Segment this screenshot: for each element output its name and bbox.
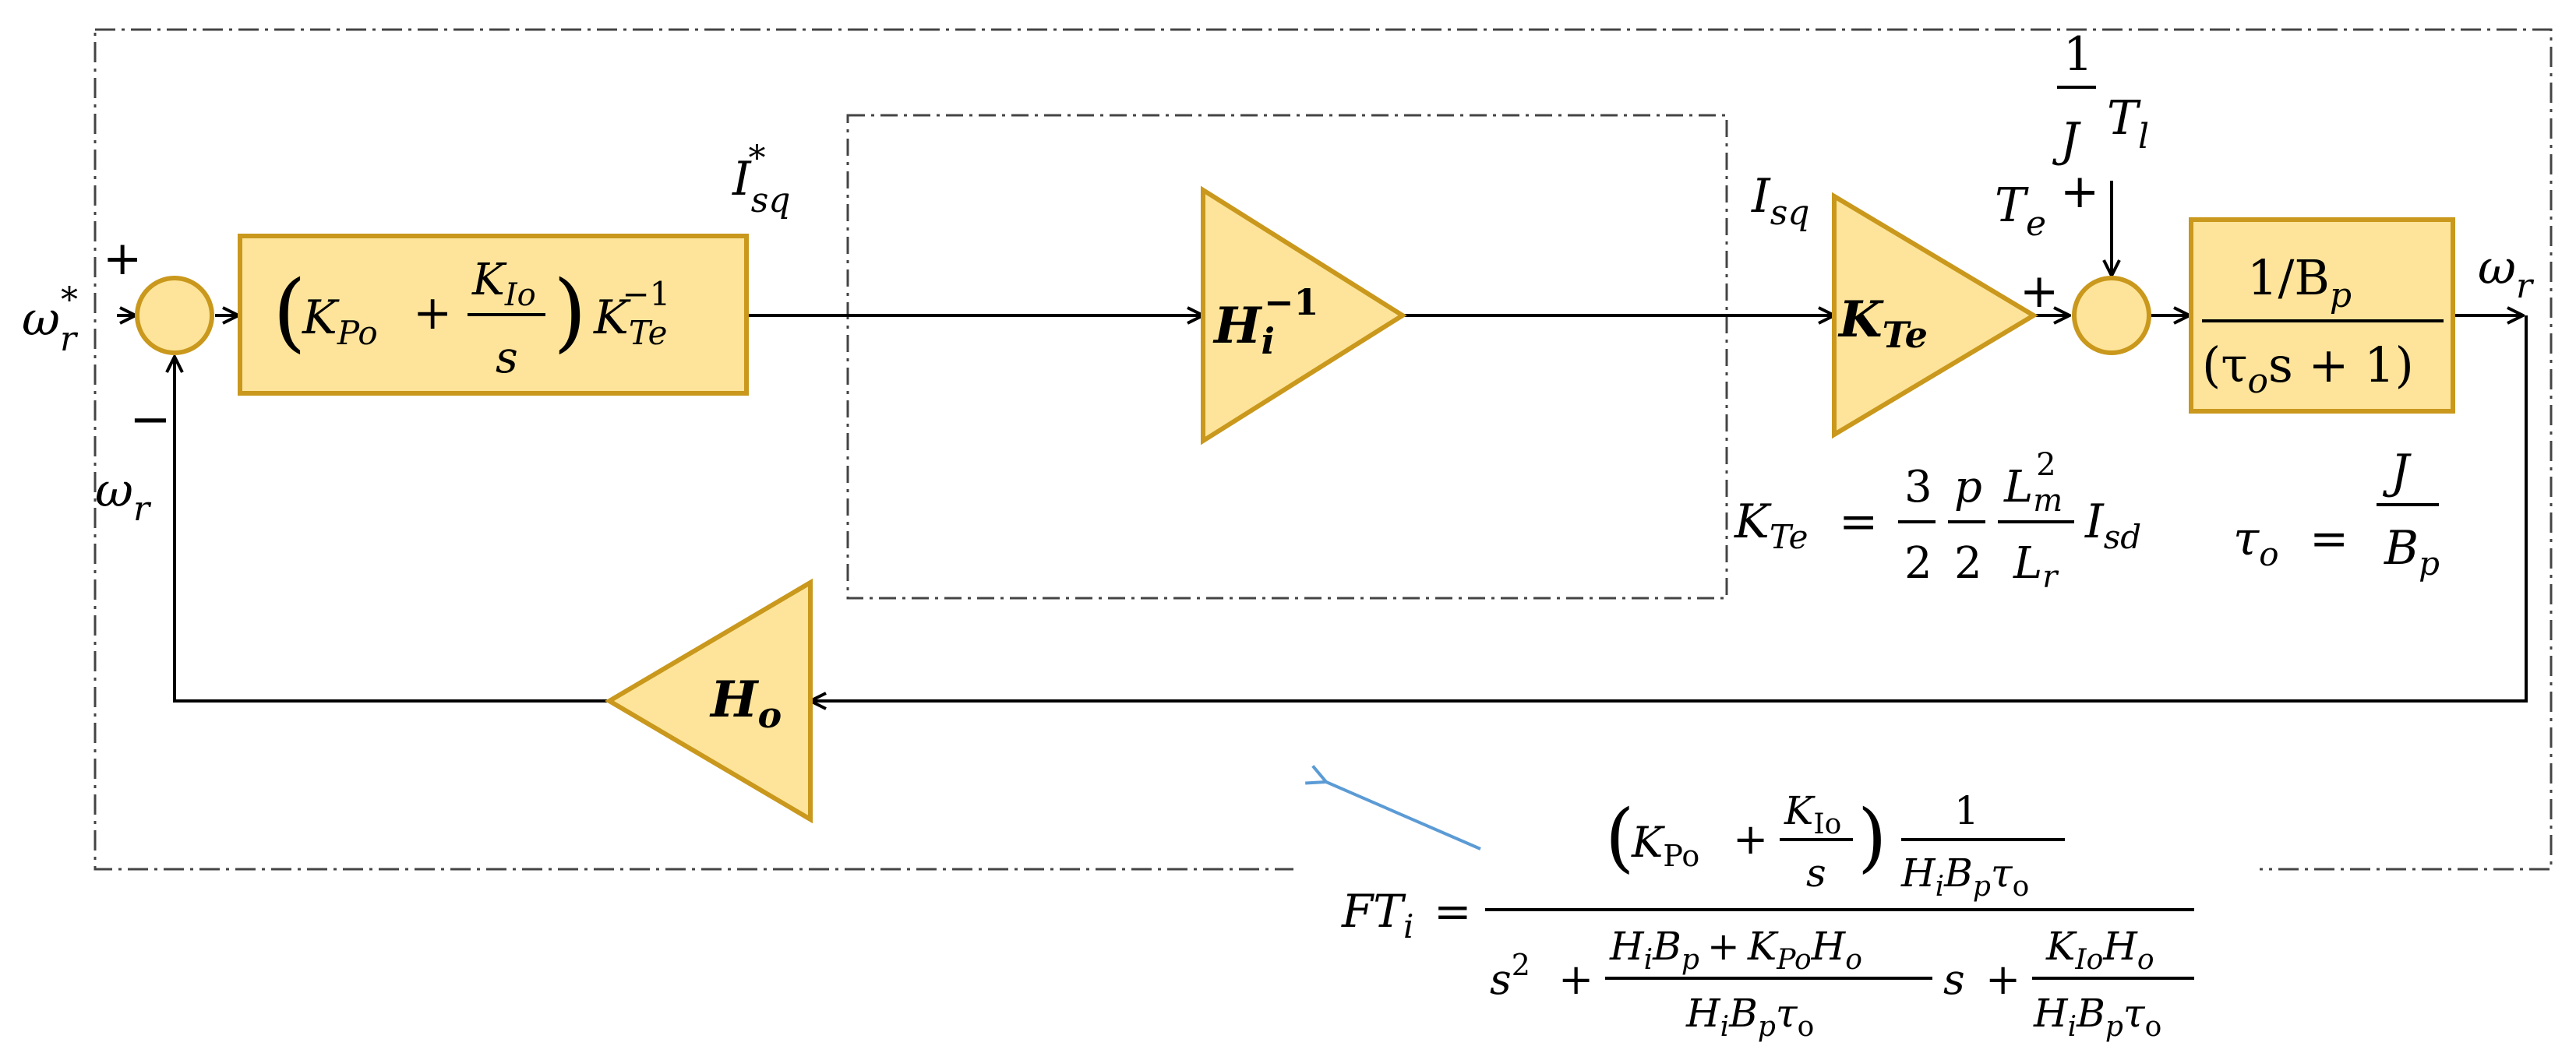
svg-text:p: p: [1954, 462, 1982, 512]
annotation-arrow: [1326, 782, 1481, 850]
svg-text:+: +: [1985, 955, 2020, 1004]
svg-text:1: 1: [2063, 27, 2093, 82]
svg-text:KTe: KTe: [1734, 495, 1808, 556]
svg-text:s: s: [496, 333, 518, 383]
svg-text:+: +: [1558, 955, 1593, 1004]
sum1-minus-sign: −: [129, 391, 171, 449]
svg-text:Bp: Bp: [2384, 521, 2440, 583]
torque-label: Te: [1995, 178, 2046, 244]
line-ho-to-sum1: [175, 357, 609, 703]
pi-controller-expression: ( KPo + KIo s ) KTe−1: [273, 255, 670, 383]
svg-text:HiBpτo: HiBpτo: [2033, 991, 2161, 1043]
torque-gain-block: [1832, 192, 2038, 439]
svg-text:HiBpτo: HiBpτo: [1685, 991, 1814, 1043]
outer-boundary: [94, 28, 2553, 871]
equation-mask: [1293, 849, 2260, 896]
inverse-current-gain-block: [1201, 185, 1407, 445]
svg-text:J: J: [2052, 113, 2081, 167]
sum2-plus-left: +: [2020, 264, 2059, 319]
sum1-plus-sign: +: [103, 231, 142, 286]
summing-junction-1: [135, 276, 214, 355]
signal-lines: [117, 181, 2528, 703]
svg-text:3: 3: [1904, 462, 1932, 512]
reference-speed-label: ωr*: [22, 280, 79, 359]
line-feedback-path: [810, 315, 2528, 701]
svg-text:J: J: [2382, 445, 2412, 499]
speed-sensor-block: [605, 578, 813, 824]
speed-sensor-label: Ho: [709, 671, 782, 736]
svg-text:=: =: [1434, 885, 1472, 938]
svg-text:KPo: KPo: [1631, 818, 1699, 873]
svg-text:KTe−1: KTe−1: [593, 275, 670, 352]
svg-text:+: +: [1733, 815, 1768, 864]
svg-text:Tl: Tl: [2107, 91, 2149, 157]
svg-text:FTi: FTi: [1341, 885, 1413, 946]
sum2-plus-top: +: [2060, 164, 2099, 219]
svg-text:s2: s2: [1490, 948, 1530, 1004]
mechanical-plant-expression: 1/Bp (τos + 1): [2202, 249, 2444, 401]
svg-text:1: 1: [1954, 788, 1979, 833]
torque-constant-equation: KTe = 3 2 p 2 Lm2 Lr Isd: [1734, 447, 2141, 595]
svg-text:+: +: [413, 286, 452, 340]
time-constant-equation: τo = J Bp: [2233, 445, 2440, 583]
svg-text:2: 2: [1954, 538, 1982, 589]
svg-text:2: 2: [1904, 538, 1932, 589]
svg-text:(τos + 1): (τos + 1): [2202, 336, 2414, 401]
svg-text:): ): [1858, 794, 1886, 881]
svg-text:s: s: [1943, 955, 1965, 1004]
svg-text:HiBpτo: HiBpτo: [1900, 850, 2029, 903]
svg-text:KPo: KPo: [302, 291, 378, 352]
summing-junction-2: [2072, 276, 2151, 355]
current-reference-label: Isq*: [732, 139, 790, 220]
svg-text:(: (: [1605, 794, 1634, 881]
svg-text:KIo: KIo: [1784, 788, 1841, 840]
current-loop-boundary: [846, 114, 1728, 600]
current-label: Isq: [1751, 169, 1809, 233]
mechanical-plant-block: [2189, 217, 2455, 414]
svg-text:1/Bp: 1/Bp: [2247, 249, 2352, 315]
feedback-speed-label: ωr: [95, 463, 152, 529]
svg-text:(: (: [273, 262, 306, 361]
svg-text:HiBp+KPoHo: HiBp+KPoHo: [1609, 924, 1862, 976]
svg-text:s: s: [1806, 850, 1826, 896]
svg-text:KIo: KIo: [471, 255, 536, 313]
svg-text:KIoHo: KIoHo: [2045, 924, 2154, 976]
torque-gain-label: KTe: [1837, 291, 1928, 356]
svg-text:=: =: [1839, 495, 1878, 549]
svg-text:Lm2: Lm2: [2003, 447, 2063, 519]
svg-text:=: =: [2310, 512, 2348, 566]
svg-text:Isd: Isd: [2084, 495, 2141, 556]
output-speed-label: ωr: [2478, 241, 2535, 306]
transfer-function-equation: FTi = ( KPo + KIo s ) 1 HiBpτo s2 + HiBp…: [1341, 788, 2194, 1043]
inverse-current-gain-label: Hi−1: [1212, 281, 1319, 362]
svg-text:τo: τo: [2233, 512, 2279, 573]
svg-text:Lr: Lr: [2013, 538, 2059, 595]
load-torque-label: 1 J Tl: [2052, 27, 2149, 167]
svg-text:): ): [553, 262, 587, 361]
